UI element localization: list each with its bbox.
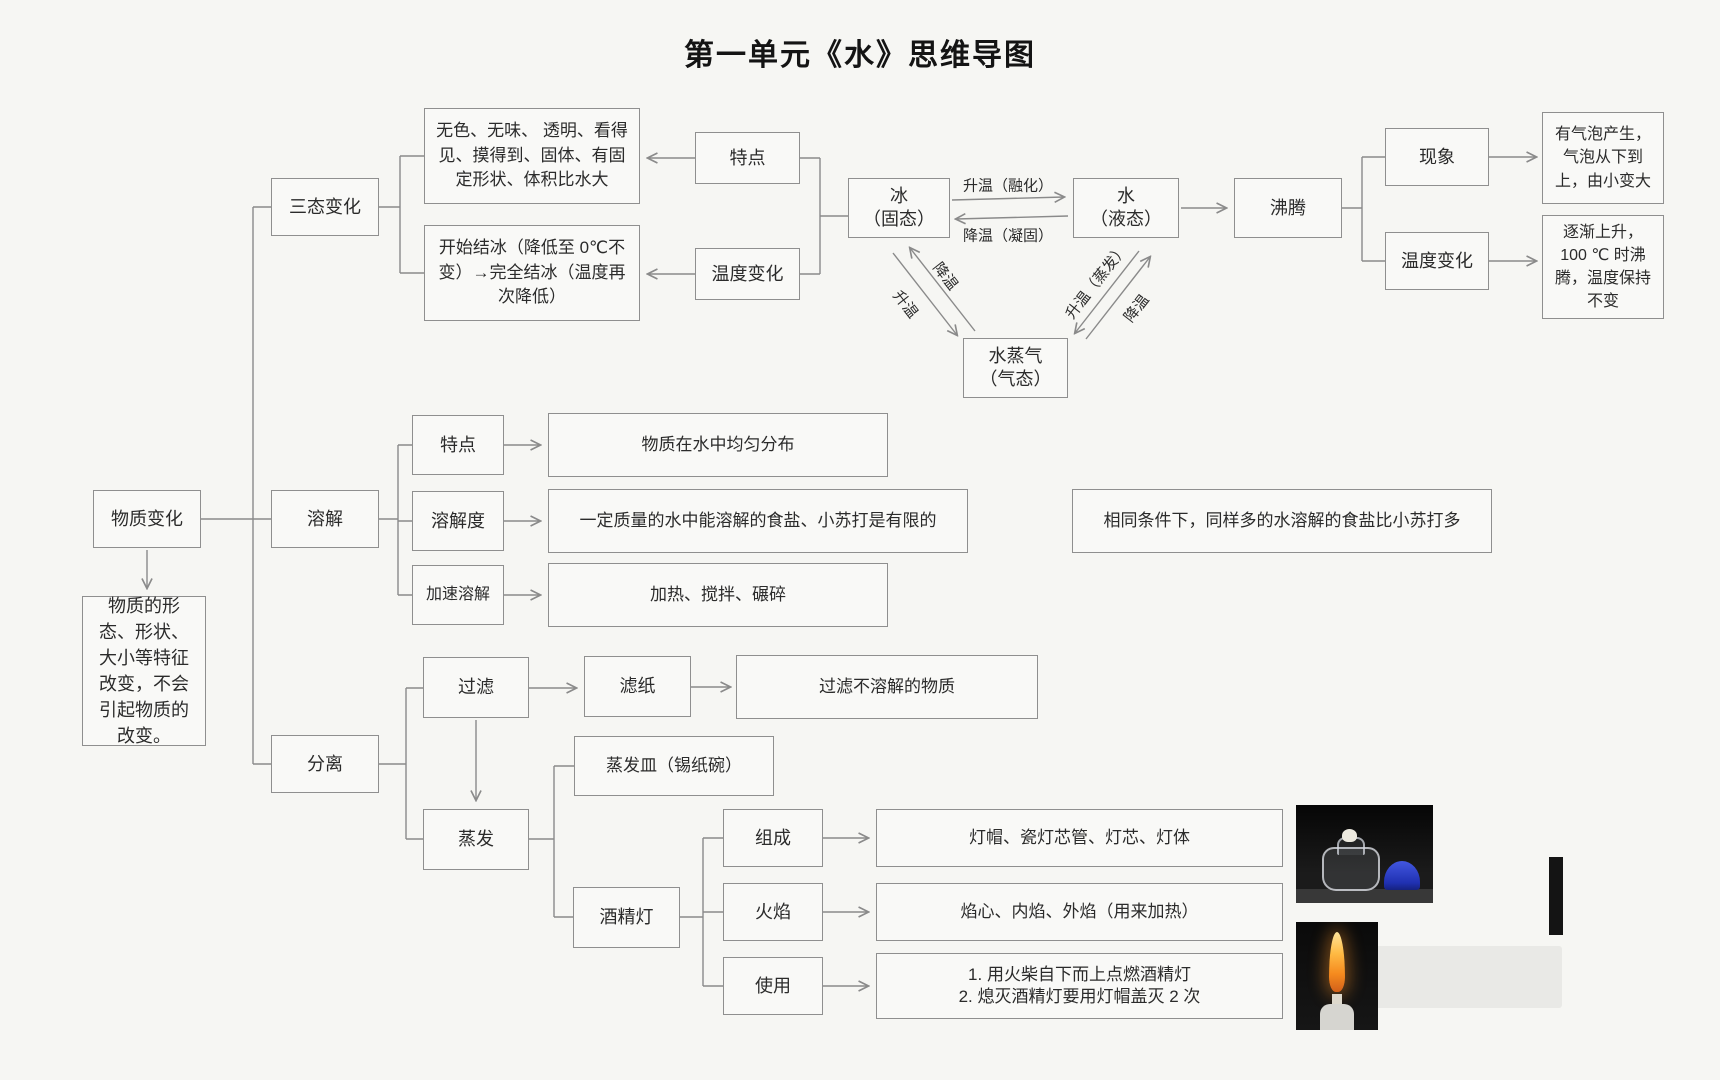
vapor-label-line2: （气态）: [979, 369, 1052, 389]
flame-shape: [1329, 932, 1345, 992]
node-filter: 过滤: [423, 657, 529, 718]
text-flame: 焰心、内焰、外焰（用来加热）: [876, 883, 1283, 941]
text-dissolve-feature: 物质在水中均匀分布: [548, 413, 888, 477]
node-solubility: 溶解度: [412, 491, 504, 551]
lamp-glass-body: [1322, 847, 1380, 891]
ice-label-line1: 冰: [890, 185, 908, 206]
node-alcohol-lamp: 酒精灯: [573, 887, 680, 948]
photo-edge-sliver: [1549, 857, 1563, 935]
page-title: 第一单元《水》思维导图: [684, 39, 1036, 72]
edge-label-melt: 升温（融化）: [962, 177, 1054, 195]
lamp-blue-cap: [1384, 861, 1420, 890]
edge-label-condense: 降温: [1120, 291, 1153, 326]
alcohol-lamp-photo: [1296, 805, 1433, 903]
text-ice-features: 无色、无味、 透明、看得见、摸得到、固体、有固定形状、体积比水大: [424, 108, 640, 204]
node-phenomenon: 现象: [1385, 128, 1489, 186]
usage-line1: 1. 用火柴自下而上点燃酒精灯: [968, 964, 1191, 984]
node-temp-change: 温度变化: [695, 248, 800, 300]
node-matter-change: 物质变化: [93, 490, 201, 548]
text-accelerate: 加热、搅拌、碾碎: [548, 563, 888, 627]
node-separation: 分离: [271, 735, 379, 793]
text-solubility-note: 相同条件下，同样多的水溶解的食盐比小苏打多: [1072, 489, 1492, 553]
node-feature: 特点: [695, 132, 800, 184]
water-label-line2: （液态）: [1090, 209, 1162, 229]
node-filter-paper: 滤纸: [584, 656, 691, 717]
node-dissolution: 溶解: [271, 490, 379, 548]
node-boil-temp: 温度变化: [1385, 232, 1489, 290]
usage-line2: 2. 熄灭酒精灯要用灯帽盖灭 2 次: [958, 987, 1201, 1006]
edge-label-deposit: 降温: [929, 259, 962, 294]
text-filter: 过滤不溶解的物质: [736, 655, 1038, 719]
node-ice: 冰 （固态）: [848, 178, 950, 238]
edge-label-sublimate: 升温: [889, 287, 922, 322]
text-boil-temp: 逐渐上升，100 ℃ 时沸腾，温度保持不变: [1542, 215, 1664, 319]
lamp-top-partial: [1320, 1004, 1354, 1030]
node-evaporating-dish: 蒸发皿（锡纸碗）: [574, 736, 774, 796]
node-three-states: 三态变化: [271, 178, 379, 236]
node-accelerate: 加速溶解: [412, 565, 504, 625]
text-freezing-process: 开始结冰（降低至 0℃不变）→完全结冰（温度再次降低）: [424, 225, 640, 321]
edge-label-freeze: 降温（凝固）: [962, 227, 1054, 245]
text-composition: 灯帽、瓷灯芯管、灯芯、灯体: [876, 809, 1283, 867]
ice-label-line2: （固态）: [863, 209, 935, 229]
node-flame: 火焰: [723, 883, 823, 941]
node-dissolve-feature: 特点: [412, 415, 504, 475]
node-usage: 使用: [723, 957, 823, 1015]
node-water: 水 （液态）: [1073, 178, 1179, 238]
text-usage: 1. 用火柴自下而上点燃酒精灯 2. 熄灭酒精灯要用灯帽盖灭 2 次: [876, 953, 1283, 1019]
vapor-label-line1: 水蒸气: [988, 345, 1043, 366]
lamp-wick: [1342, 829, 1357, 842]
burning-lamp-photo: [1296, 922, 1378, 1030]
photo-table-surface: [1296, 889, 1433, 903]
note-matter-change: 物质的形态、形状、大小等特征改变，不会引起物质的改变。: [82, 596, 206, 746]
node-composition: 组成: [723, 809, 823, 867]
node-evaporation: 蒸发: [423, 809, 529, 870]
burning-wick: [1332, 994, 1342, 1004]
water-label-line1: 水: [1117, 185, 1135, 206]
text-solubility: 一定质量的水中能溶解的食盐、小苏打是有限的: [548, 489, 968, 553]
node-vapor: 水蒸气 （气态）: [963, 338, 1068, 398]
text-bubbles: 有气泡产生，气泡从下到上，由小变大: [1542, 112, 1664, 204]
node-boiling: 沸腾: [1234, 178, 1342, 238]
